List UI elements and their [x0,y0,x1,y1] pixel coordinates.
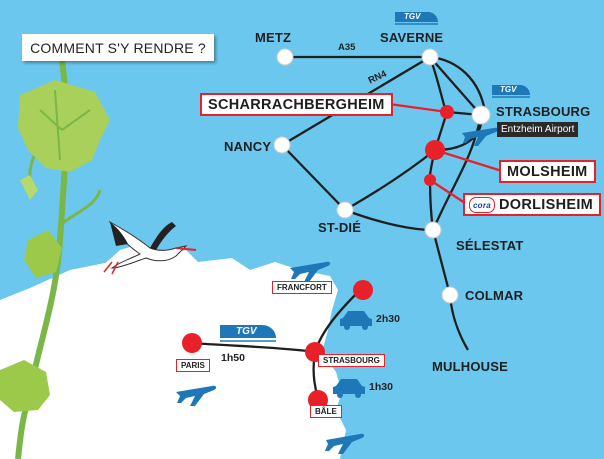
city-label-colmar: COLMAR [465,288,524,303]
airplane-icon [176,385,217,406]
city-label-strasbourg: STRASBOURG [496,104,591,119]
cora-logo-text: cora [472,200,492,210]
page-title: COMMENT S'Y RENDRE ? [22,34,214,61]
city-label-selestat: SÉLESTAT [456,238,524,253]
destination-dorlisheim: cora DORLISHEIM [463,193,602,216]
node-scharrachbergheim [440,105,454,119]
node-paris [182,333,202,353]
road-label-a35: A35 [338,42,356,53]
node-saverne [421,48,439,66]
europe-label-francfort: FRANCFORT [272,281,332,294]
city-label-metz: METZ [255,30,292,45]
airport-label-entzheim: Entzheim Airport [497,122,579,137]
europe-label-bale: BÂLE [310,405,342,418]
land-mass [0,246,346,459]
europe-label-paris: PARIS [176,359,210,372]
grapevine-illustration [0,59,110,459]
tgv-badge-strasbourg: TGV [500,85,517,94]
node-nancy [273,136,291,154]
node-francfort [353,280,373,300]
europe-label-strasbourg: STRASBOURG [318,354,385,367]
airplane-icon [290,261,331,282]
regional-nodes [273,48,491,304]
tgv-badge-europe: TGV [236,326,257,337]
node-st-die [336,201,354,219]
tgv-train-icon [492,85,530,98]
destination-dorlisheim-label: DORLISHEIM [499,197,594,213]
node-dorlisheim [424,174,436,186]
time-strasbourg-bale: 1h30 [369,381,393,393]
city-label-saverne: SAVERNE [380,30,444,45]
city-label-st-die: ST-DIÉ [318,220,362,235]
tgv-train-icon [395,12,438,25]
europe-nodes [182,280,373,410]
car-icon [340,311,372,330]
airplane-icon [325,433,365,454]
node-colmar [441,286,459,304]
tgv-train-icon [220,325,276,342]
node-selestat [424,221,442,239]
highlight-connectors [381,101,506,206]
destination-scharrachbergheim: SCHARRACHBERGHEIM [200,93,393,116]
cora-logo: cora [469,197,495,213]
time-francfort-strasbourg: 2h30 [376,313,400,325]
city-label-mulhouse: MULHOUSE [432,359,508,374]
node-strasbourg [471,105,491,125]
node-molsheim [425,140,445,160]
stork-illustration [103,220,197,275]
airplane-icon [462,127,499,146]
tgv-badge-saverne: TGV [404,12,421,21]
destination-molsheim: MOLSHEIM [499,160,596,183]
car-icon [333,379,365,398]
node-metz [276,48,294,66]
city-label-nancy: NANCY [224,139,272,154]
time-paris-strasbourg: 1h50 [221,352,245,364]
